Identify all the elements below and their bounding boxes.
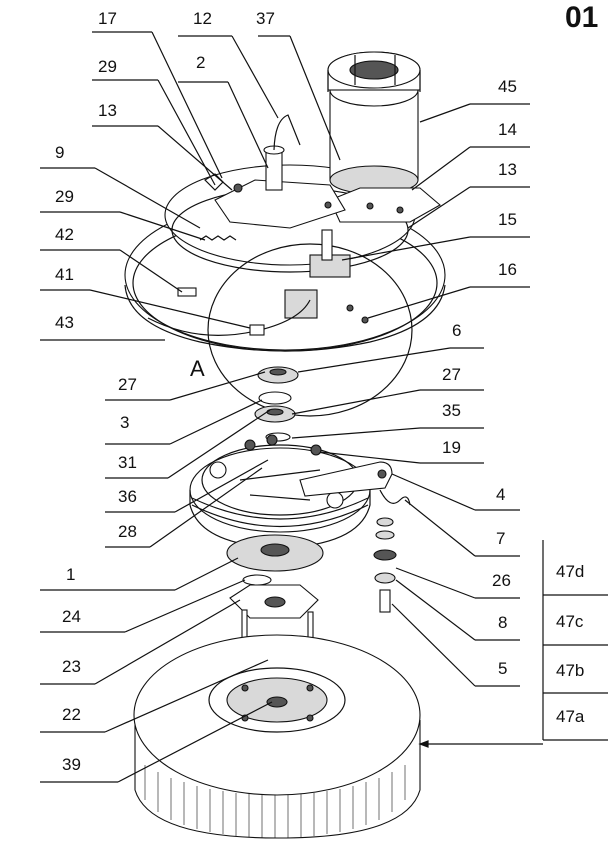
label-4: 4: [496, 485, 505, 504]
label-47c: 47c: [556, 612, 584, 631]
detail-circle-a: [207, 243, 413, 417]
label-8: 8: [498, 613, 507, 632]
spacer-24: [242, 574, 272, 586]
label-27r: 27: [442, 365, 461, 384]
label-19: 19: [442, 438, 461, 457]
label-13: 13: [98, 101, 117, 120]
bearing-set-26-8-5: [373, 517, 397, 613]
label-47b: 47b: [556, 661, 584, 680]
leader-lines-right: [291, 103, 608, 748]
label-24: 24: [62, 607, 81, 626]
label-12: 12: [193, 9, 212, 28]
label-37: 37: [256, 9, 275, 28]
label-set: 01 A 17 12 37 29 2 13 9 29 42 41 43 27 3…: [55, 1, 598, 774]
label-6: 6: [452, 321, 461, 340]
hub-plate-1: [226, 534, 324, 572]
flange-23: [229, 584, 319, 619]
belt-arm-4: [299, 461, 411, 506]
switch-assembly-15: [284, 229, 369, 324]
cable-43: [147, 287, 311, 336]
drive-pulley-28: [189, 434, 371, 549]
label-29b: 29: [55, 187, 74, 206]
label-27: 27: [118, 375, 137, 394]
label-45: 45: [498, 77, 517, 96]
label-41: 41: [55, 265, 74, 284]
label-26: 26: [492, 571, 511, 590]
leader-lines: [40, 31, 341, 783]
motor-45: [327, 51, 421, 195]
label-42: 42: [55, 225, 74, 244]
label-31: 31: [118, 453, 137, 472]
bearing-stack: [254, 366, 299, 442]
brush-47: [133, 634, 421, 839]
label-5: 5: [498, 659, 507, 678]
label-39: 39: [62, 755, 81, 774]
label-23: 23: [62, 657, 81, 676]
label-9: 9: [55, 143, 64, 162]
label-43: 43: [55, 313, 74, 332]
detail-marker: A: [190, 356, 205, 381]
label-2: 2: [196, 53, 205, 72]
label-47d: 47d: [556, 562, 584, 581]
motor-plate-14: [329, 187, 441, 223]
label-16: 16: [498, 260, 517, 279]
label-35: 35: [442, 401, 461, 420]
label-15: 15: [498, 210, 517, 229]
label-14: 14: [498, 120, 517, 139]
label-47a: 47a: [556, 707, 585, 726]
label-3: 3: [120, 413, 129, 432]
page-number: 01: [565, 1, 598, 34]
label-36: 36: [118, 487, 137, 506]
label-13r: 13: [498, 160, 517, 179]
label-22: 22: [62, 705, 81, 724]
label-1: 1: [66, 565, 75, 584]
label-29: 29: [98, 57, 117, 76]
mount-bracket-2: [214, 114, 346, 229]
label-28: 28: [118, 522, 137, 541]
label-7: 7: [496, 529, 505, 548]
label-17: 17: [98, 9, 117, 28]
